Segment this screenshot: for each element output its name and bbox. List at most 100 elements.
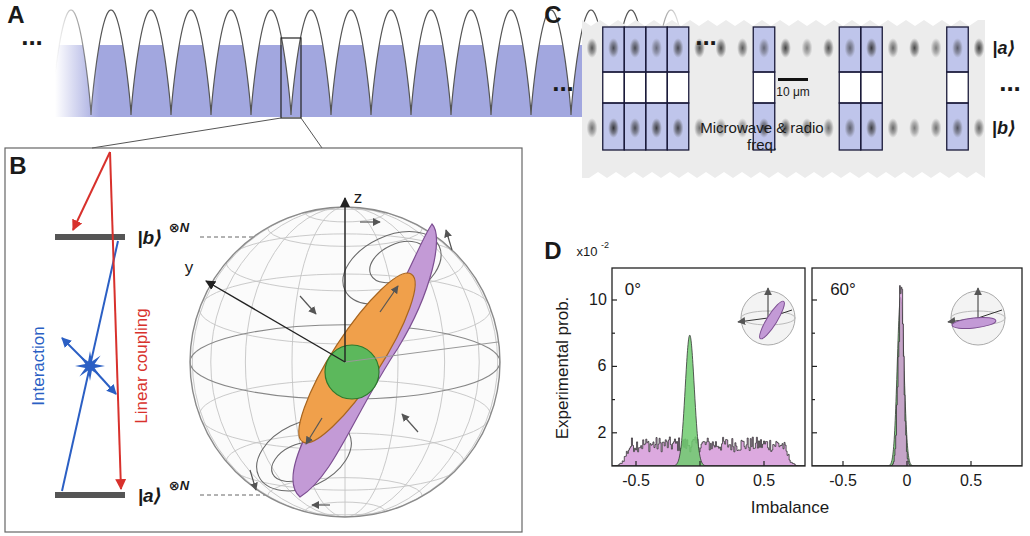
histogram-purple: [612, 437, 805, 466]
atom-spot: [802, 38, 813, 58]
zoom-line: [301, 118, 322, 148]
x-axis: [345, 342, 498, 362]
x-tick: [842, 461, 843, 466]
site-outline: [947, 103, 969, 150]
atom-spot: [974, 38, 985, 58]
x-tick: [906, 461, 907, 466]
site-outline: [624, 27, 646, 72]
y-tick: [612, 399, 615, 400]
scatter-arrow: [62, 338, 84, 360]
interaction-label: Interaction: [30, 326, 47, 405]
site-outline: [603, 27, 625, 72]
y-tick: [812, 333, 815, 334]
flow-arrow: [446, 230, 452, 250]
state-exponent: ⊗N: [169, 479, 189, 492]
empty-site: [947, 72, 969, 103]
angle-label: 60°: [830, 281, 856, 298]
selected-site: [603, 103, 625, 150]
site-outline: [753, 72, 775, 103]
coupling-arrow: [110, 152, 121, 489]
atom-spot: [780, 38, 791, 58]
coupling-label: Linear coupling: [133, 308, 150, 423]
atom-spot: [952, 118, 963, 138]
coupling-arrow: [73, 152, 110, 230]
atom-spot: [673, 38, 684, 58]
selected-site: [839, 103, 861, 150]
state-label: |a⟩: [138, 486, 163, 505]
selected-site: [646, 103, 668, 150]
flow-arrow: [402, 414, 418, 432]
selected-site: [861, 103, 883, 150]
selected-site: [646, 27, 668, 72]
y-tick: [612, 366, 617, 367]
site-outline: [667, 72, 689, 103]
flow-arrow: [380, 286, 398, 312]
source-label: Microwave & radio freq.: [692, 119, 832, 154]
y-tick: [612, 333, 615, 334]
flow-arrow: [360, 221, 380, 222]
site-outline: [753, 27, 775, 72]
empty-site: [753, 72, 775, 103]
histogram-panel: [612, 268, 1022, 466]
atom-spot: [716, 38, 727, 58]
site-outline: [646, 103, 668, 150]
inset-axis: [978, 288, 979, 318]
energy-level: [55, 234, 125, 240]
site-outline: [603, 103, 625, 150]
scatter-arrow: [96, 372, 116, 394]
tick-label: 0: [696, 473, 705, 489]
atom-spot: [952, 38, 963, 58]
inset-axis: [768, 288, 769, 318]
ellipsis: ...: [552, 69, 574, 95]
interaction-line: [62, 241, 118, 491]
atom-spot: [608, 118, 619, 138]
atom-spot: [931, 38, 942, 58]
coherent-state-green: [325, 345, 379, 399]
atom-spot: [673, 118, 684, 138]
selected-site: [624, 27, 646, 72]
squeezed-state-purple: [293, 224, 436, 497]
site-outline: [646, 27, 668, 72]
atom-spot: [651, 38, 662, 58]
tick-label: 0.5: [960, 473, 982, 489]
plot-frame: [812, 268, 1022, 466]
atom-image: [582, 20, 985, 178]
inset-axis: [738, 318, 768, 322]
selected-site: [624, 103, 646, 150]
site-outline: [624, 72, 646, 103]
atom-spot: [823, 38, 834, 58]
selected-site: [861, 27, 883, 72]
tick-label: -0.5: [829, 473, 857, 489]
axis-title: Imbalance: [751, 499, 829, 516]
atom-spot: [909, 118, 920, 138]
atom-spot: [630, 38, 641, 58]
inset-sphere: [948, 288, 1005, 345]
selected-site: [947, 27, 969, 72]
scale-bar: [778, 78, 808, 81]
site-outline: [947, 72, 969, 103]
angle-label: 0°: [625, 281, 641, 298]
y-tick: [612, 432, 617, 433]
y-tick: [812, 432, 817, 433]
site-outline: [603, 72, 625, 103]
y-tick: [812, 399, 815, 400]
parallel: [268, 478, 423, 515]
selected-site: [603, 27, 625, 72]
axis-label: z: [354, 189, 363, 206]
site-outline: [861, 27, 883, 72]
tick-label: -0.5: [622, 473, 650, 489]
x-tick: [763, 461, 764, 466]
panel-frame: [5, 148, 522, 532]
atom-spot: [630, 118, 641, 138]
empty-site: [603, 72, 625, 103]
panel-letter: C: [544, 3, 561, 27]
axis-exponent: -2: [601, 241, 609, 250]
empty-site: [624, 72, 646, 103]
axis-label: y: [185, 259, 194, 276]
site-outline: [839, 72, 861, 103]
atom-spot: [651, 118, 662, 138]
site-outline: [624, 103, 646, 150]
inset-axis: [978, 310, 1002, 318]
site-outline: [861, 72, 883, 103]
